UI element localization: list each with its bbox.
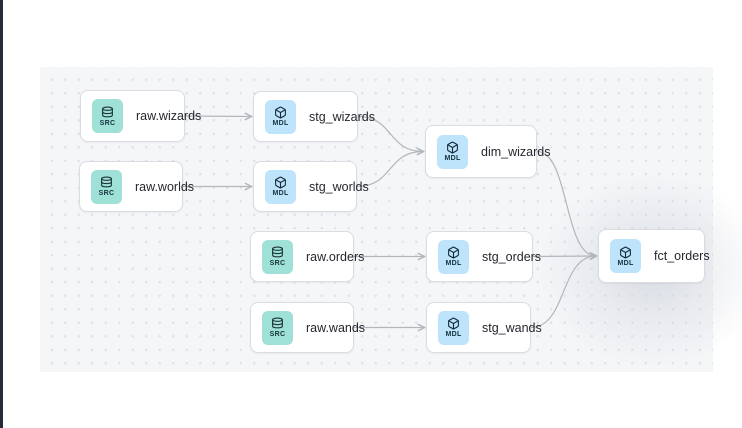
mdl-badge: MDL <box>265 169 296 204</box>
node-fct_orders[interactable]: MDL fct_orders <box>598 229 710 283</box>
database-icon <box>102 106 113 117</box>
cube-icon <box>448 246 459 259</box>
node-label: stg_wizards <box>309 109 375 124</box>
src-badge: SRC <box>92 99 123 133</box>
node-raw.wizards[interactable]: SRC raw.wizards <box>80 90 201 142</box>
badge-label: MDL <box>272 120 289 127</box>
badge-label: MDL <box>445 331 462 338</box>
window-edge-strip <box>0 0 3 428</box>
node-label: raw.wizards <box>136 109 202 123</box>
mdl-badge: MDL <box>437 134 468 169</box>
badge-label: MDL <box>444 155 461 162</box>
node-label: dim_wizards <box>481 144 551 159</box>
node-raw.worlds[interactable]: SRC raw.worlds <box>79 161 194 212</box>
node-label: raw.wands <box>306 320 366 335</box>
database-icon <box>101 176 112 188</box>
node-stg_orders[interactable]: MDL stg_orders <box>426 231 541 282</box>
cube-icon <box>275 176 286 189</box>
mdl-badge: MDL <box>265 99 296 134</box>
node-stg_wizards[interactable]: MDL stg_wizards <box>253 91 375 142</box>
badge-label: MDL <box>445 260 462 267</box>
badge-label: SRC <box>98 190 115 197</box>
badge-label: SRC <box>99 119 116 127</box>
cube-icon <box>620 246 631 258</box>
database-icon <box>272 317 283 329</box>
badge-label: SRC <box>269 331 286 338</box>
node-raw.wands[interactable]: SRC raw.wands <box>250 302 365 353</box>
cube-icon <box>275 106 286 119</box>
cube-icon <box>448 317 459 330</box>
node-label: raw.worlds <box>135 179 195 194</box>
node-label: fct_orders <box>654 249 710 263</box>
src-badge: SRC <box>262 310 293 345</box>
database-icon <box>272 246 283 258</box>
src-badge: SRC <box>91 169 122 204</box>
node-raw.orders[interactable]: SRC raw.orders <box>250 231 364 282</box>
mdl-badge: MDL <box>610 239 641 273</box>
cube-icon <box>447 141 458 154</box>
node-dim_wizards[interactable]: MDL dim_wizards <box>425 125 550 178</box>
src-badge: SRC <box>262 239 293 274</box>
mdl-badge: MDL <box>438 239 469 274</box>
node-label: stg_worlds <box>309 179 369 194</box>
badge-label: MDL <box>272 190 289 197</box>
badge-label: SRC <box>269 260 286 267</box>
badge-label: MDL <box>617 259 634 267</box>
node-label: stg_wands <box>482 320 542 335</box>
node-stg_wands[interactable]: MDL stg_wands <box>426 302 542 353</box>
mdl-badge: MDL <box>438 310 469 345</box>
node-label: stg_orders <box>482 249 542 264</box>
node-stg_worlds[interactable]: MDL stg_worlds <box>253 161 369 212</box>
node-label: raw.orders <box>306 249 365 264</box>
